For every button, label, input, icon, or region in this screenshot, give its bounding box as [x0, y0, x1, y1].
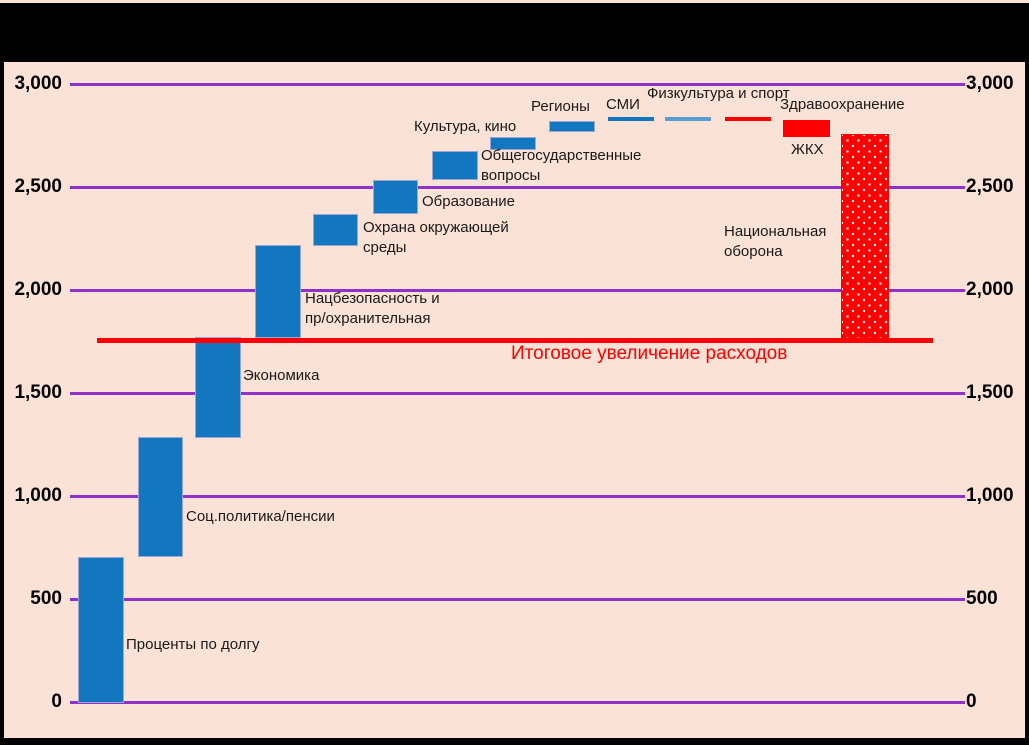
- label-defense-line2: оборона: [724, 243, 783, 260]
- label-environment-line1: Охрана окружающей: [363, 219, 509, 236]
- bar-debt-interest[interactable]: [78, 557, 124, 703]
- frame-right-band: [1025, 3, 1029, 745]
- ytick-left-1000: 1,000: [14, 485, 62, 506]
- label-state-affairs-line1: Общегосударственные: [481, 147, 642, 164]
- gridline-2000: [70, 289, 965, 292]
- label-social-policy: Соц.политика/пенсии: [186, 508, 335, 525]
- ytick-right-3000: 3,000: [966, 73, 1014, 94]
- label-security-line1: Нацбезопасность и: [305, 290, 440, 307]
- label-economy: Экономика: [243, 367, 320, 384]
- ytick-right-500: 500: [966, 588, 998, 609]
- label-environment-line2: среды: [363, 239, 407, 256]
- gridline-1500: [70, 392, 965, 395]
- ytick-left-2500: 2,500: [14, 176, 62, 197]
- bar-state-affairs[interactable]: [432, 151, 478, 180]
- ytick-right-1500: 1,500: [966, 382, 1014, 403]
- plot-area: 3,000 2,500 2,000 1,500 1,000 500 0 3,00…: [0, 62, 1029, 738]
- label-smi: СМИ: [606, 96, 640, 113]
- bar-social-policy[interactable]: [138, 437, 183, 557]
- ytick-left-0: 0: [51, 691, 62, 712]
- label-healthcare: Здравоохранение: [780, 96, 905, 113]
- label-total-increase: Итоговое увеличение расходов: [511, 343, 788, 364]
- label-security-line2: пр/охранительная: [305, 310, 431, 327]
- ytick-left-500: 500: [30, 588, 62, 609]
- bar-smi[interactable]: [608, 117, 654, 121]
- ytick-left-3000: 3,000: [14, 73, 62, 94]
- label-state-affairs-line2: вопросы: [481, 167, 541, 184]
- ytick-left-1500: 1,500: [14, 382, 62, 403]
- label-culture-cinema: Культура, кино: [414, 118, 517, 135]
- gridline-0: [70, 701, 965, 704]
- bar-national-defense[interactable]: [841, 134, 889, 342]
- bar-sport[interactable]: [665, 117, 711, 121]
- bar-regions[interactable]: [549, 121, 595, 132]
- ytick-right-2500: 2,500: [966, 176, 1014, 197]
- ytick-right-1000: 1,000: [966, 485, 1014, 506]
- ytick-left-2000: 2,000: [14, 279, 62, 300]
- bar-economy[interactable]: [195, 337, 241, 438]
- gridline-1000: [70, 495, 965, 498]
- gridline-500: [70, 598, 965, 601]
- total-increase-reference-line: [97, 338, 933, 343]
- bar-healthcare[interactable]: [783, 120, 830, 137]
- ytick-right-0: 0: [966, 691, 977, 712]
- label-debt-interest: Проценты по долгу: [126, 636, 260, 653]
- bar-environment[interactable]: [313, 214, 358, 246]
- bar-culture-cinema[interactable]: [490, 137, 536, 150]
- frame-left-band: [0, 3, 4, 745]
- ytick-right-2000: 2,000: [966, 279, 1014, 300]
- bar-education[interactable]: [373, 180, 418, 214]
- label-regions: Регионы: [531, 98, 590, 115]
- label-education: Образование: [422, 193, 515, 210]
- label-zhkh: ЖКХ: [791, 141, 824, 158]
- frame-bottom-band: [0, 738, 1029, 745]
- bar-security[interactable]: [255, 245, 301, 338]
- bar-zhkh[interactable]: [725, 117, 771, 121]
- frame-top-band: [0, 3, 1029, 62]
- gridline-3000: [70, 83, 965, 86]
- gridline-2500: [70, 186, 965, 189]
- label-sport: Физкультура и спорт: [647, 85, 790, 102]
- label-defense-line1: Национальная: [724, 223, 827, 240]
